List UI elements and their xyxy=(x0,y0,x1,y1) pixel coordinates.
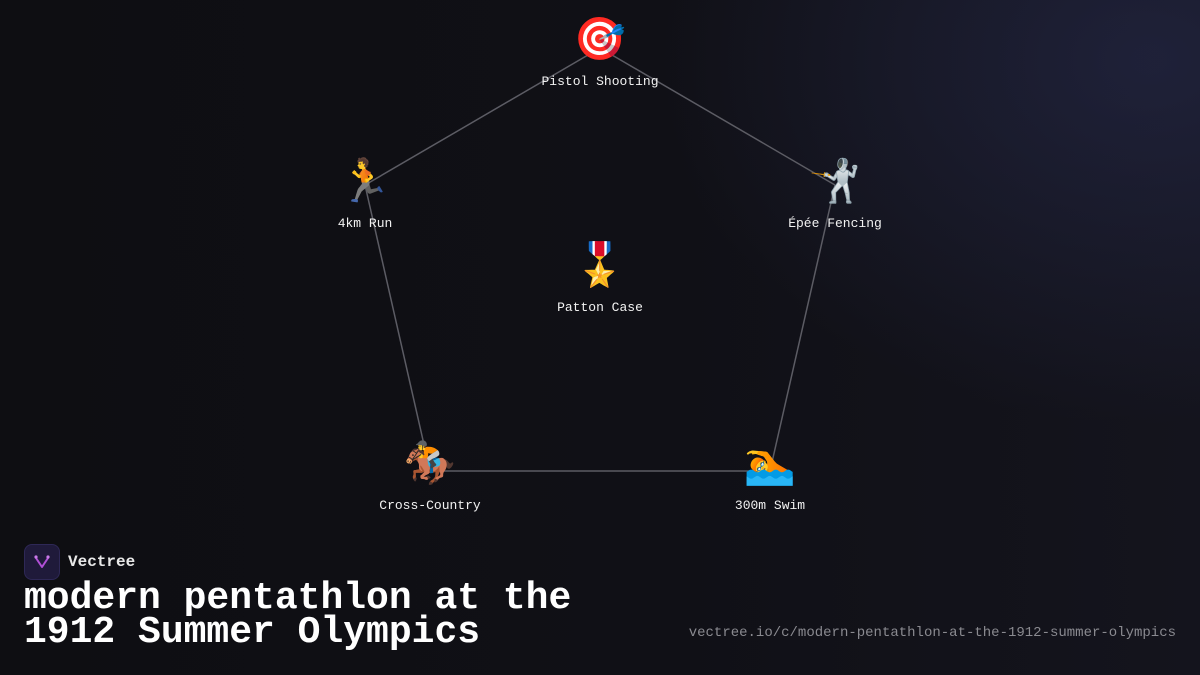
brand-name: Vectree xyxy=(68,553,136,571)
edge-fencing-swim xyxy=(769,184,836,472)
node-epee-fencing[interactable]: 🤺 Épée Fencing xyxy=(725,160,945,231)
node-label: Pistol Shooting xyxy=(541,74,659,89)
runner-icon: 🏃 xyxy=(338,160,392,208)
node-label: Patton Case xyxy=(557,300,643,315)
brand: Vectree xyxy=(24,544,135,580)
node-label: Cross-Country xyxy=(379,498,481,513)
node-label: Épée Fencing xyxy=(788,216,882,231)
node-cross-country[interactable]: 🏇 Cross-Country xyxy=(320,442,540,513)
node-label: 4km Run xyxy=(337,216,393,231)
edge-cross-run xyxy=(364,184,431,472)
node-patton-case[interactable]: 🎖️ Patton Case xyxy=(490,244,710,315)
source-url[interactable]: vectree.io/c/modern-pentathlon-at-the-19… xyxy=(688,625,1176,641)
node-4km-run[interactable]: 🏃 4km Run xyxy=(255,160,475,231)
fencer-icon: 🤺 xyxy=(808,160,862,208)
vectree-logo-icon xyxy=(24,544,60,580)
edge-run-pistol xyxy=(364,47,601,186)
node-label: 300m Swim xyxy=(734,498,806,513)
swimmer-icon: 🏊 xyxy=(743,442,797,490)
horse-racing-icon: 🏇 xyxy=(403,442,457,490)
node-pistol-shooting[interactable]: 🎯 Pistol Shooting xyxy=(490,18,710,89)
target-icon: 🎯 xyxy=(573,18,627,66)
node-300m-swim[interactable]: 🏊 300m Swim xyxy=(660,442,880,513)
medal-icon: 🎖️ xyxy=(573,244,627,292)
edge-pistol-fencing xyxy=(599,47,836,186)
page-title: modern pentathlon at the 1912 Summer Oly… xyxy=(24,577,572,654)
